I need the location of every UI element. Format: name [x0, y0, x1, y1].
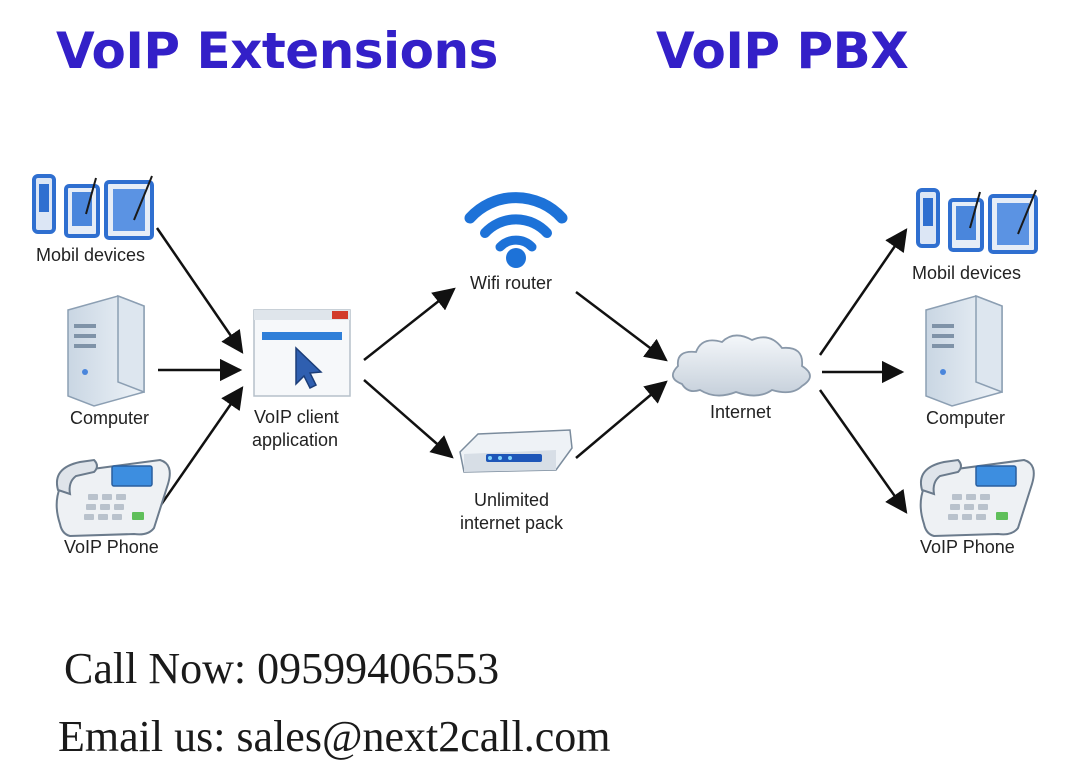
label-internet: Internet	[710, 402, 771, 422]
cloud-icon	[672, 334, 811, 397]
arrow-client-to-wifi	[363, 287, 456, 361]
modem-icon	[459, 429, 573, 473]
arrow-internet-to-phone	[818, 389, 908, 514]
label-voip-phone-left: VoIP Phone	[64, 537, 159, 557]
arrow-mobile-to-client	[155, 227, 244, 354]
arrow-internet-to-mobile	[818, 228, 908, 356]
wifi-icon	[464, 192, 568, 268]
arrow-wifi-to-internet	[575, 291, 668, 362]
label-client-app-line2: application	[252, 430, 338, 450]
computer-tower-icon	[67, 294, 145, 407]
mobile-devices-icon	[916, 188, 1038, 254]
label-voip-phone-right: VoIP Phone	[920, 537, 1015, 557]
arrow-modem-to-internet	[575, 380, 668, 459]
network-diagram: Mobil devices Computer VoIP Phone VoIP c…	[32, 174, 1038, 557]
label-mobile-devices-right: Mobil devices	[912, 263, 1021, 283]
app-window-cursor-icon	[253, 309, 351, 397]
label-modem-line1: Unlimited	[474, 490, 549, 510]
connection-arrows	[154, 227, 908, 514]
computer-tower-icon	[925, 294, 1003, 407]
mobile-devices-icon	[32, 174, 154, 240]
heading-voip-pbx: VoIP PBX	[656, 22, 909, 80]
arrow-phone-to-client	[154, 386, 244, 513]
call-now-text: Call Now: 09599406553	[64, 644, 500, 693]
label-computer-right: Computer	[926, 408, 1005, 428]
label-wifi-router: Wifi router	[470, 273, 552, 293]
desk-phone-icon	[919, 458, 1035, 538]
label-mobile-devices-left: Mobil devices	[36, 245, 145, 265]
email-text: Email us: sales@next2call.com	[58, 712, 611, 761]
arrow-client-to-modem	[363, 379, 454, 459]
desk-phone-icon	[55, 458, 171, 538]
label-client-app-line1: VoIP client	[254, 407, 339, 427]
heading-voip-extensions: VoIP Extensions	[56, 22, 498, 80]
label-computer-left: Computer	[70, 408, 149, 428]
label-modem-line2: internet pack	[460, 513, 564, 533]
